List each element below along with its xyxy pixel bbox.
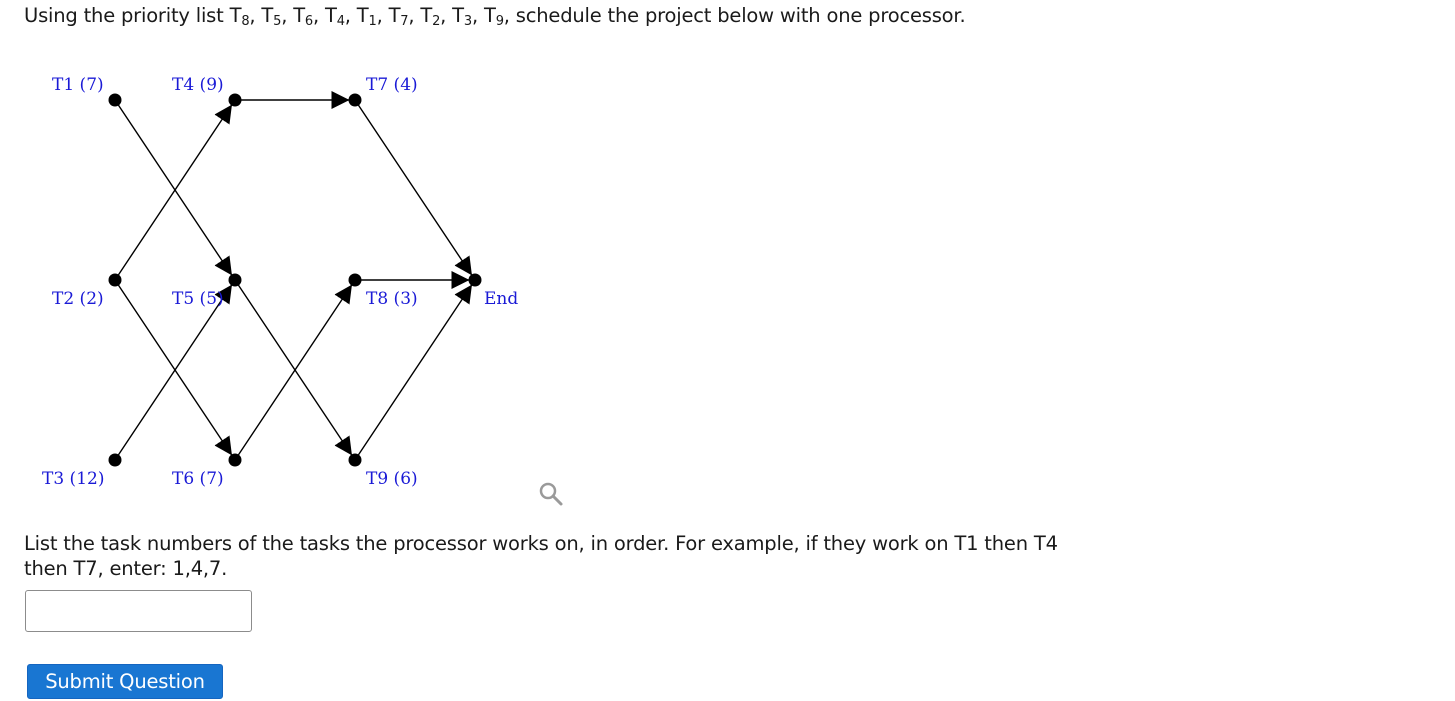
- priority-separator: ,: [408, 4, 421, 27]
- node-t1: [108, 93, 122, 107]
- node-label-t4: T4 (9): [172, 75, 224, 95]
- priority-separator: ,: [376, 4, 389, 27]
- priority-item: T6: [293, 4, 313, 29]
- priority-item-letter: T: [388, 4, 401, 27]
- priority-item-subscript: 3: [463, 14, 472, 29]
- node-t2: [108, 273, 122, 287]
- node-t4: [228, 93, 242, 107]
- edge-t5-to-t9: [234, 279, 353, 456]
- priority-item-letter: T: [420, 4, 433, 27]
- node-t6: [228, 453, 242, 467]
- edge-t6-to-t8: [234, 284, 353, 461]
- node-t7: [348, 93, 362, 107]
- priority-separator: ,: [249, 4, 262, 27]
- priority-item: T3: [452, 4, 472, 29]
- instructions-text: List the task numbers of the tasks the p…: [24, 532, 1058, 580]
- edge-t2-to-t6: [114, 279, 233, 456]
- priority-item-subscript: 5: [273, 14, 282, 29]
- priority-item: T5: [261, 4, 282, 29]
- node-label-t3: T3 (12): [42, 469, 104, 489]
- priority-item-subscript: 4: [336, 14, 345, 29]
- node-label-t2: T2 (2): [52, 289, 104, 309]
- edge-t9-to-end: [354, 284, 473, 461]
- priority-item: T1: [356, 4, 377, 29]
- node-t5: [228, 273, 242, 287]
- question-prompt: Using the priority list T8, T5, T6, T4, …: [24, 3, 966, 29]
- node-label-end: End: [484, 289, 518, 309]
- priority-item-subscript: 6: [304, 14, 313, 29]
- edge-t7-to-end: [354, 99, 473, 276]
- priority-list: T8, T5, T6, T4, T1, T7, T2, T3, T9: [229, 4, 504, 29]
- priority-item-letter: T: [293, 4, 305, 27]
- priority-item-subscript: 1: [368, 14, 377, 29]
- priority-separator: ,: [440, 4, 453, 27]
- priority-item: T8: [229, 4, 250, 29]
- priority-item-letter: T: [229, 4, 242, 27]
- priority-separator: ,: [312, 4, 325, 27]
- digraph-canvas: T1 (7) T4 (9) T7 (4) T2 (2) T5 (5) T8 (3) EndT…: [42, 75, 518, 489]
- priority-separator: ,: [471, 4, 484, 27]
- priority-item-letter: T: [356, 4, 369, 27]
- priority-item: T7: [388, 4, 409, 29]
- priority-item-subscript: 7: [400, 14, 409, 29]
- priority-item-subscript: 2: [432, 14, 441, 29]
- magnifier-icon[interactable]: [538, 481, 564, 507]
- node-t8: [348, 273, 362, 287]
- prompt-tail: , schedule the project below with one pr…: [503, 4, 966, 27]
- node-label-t5: T5 (5): [172, 289, 224, 309]
- node-label-t7: T7 (4): [366, 75, 418, 95]
- answer-input[interactable]: [25, 590, 252, 632]
- priority-item-subscript: 9: [495, 14, 504, 29]
- edge-t1-to-t5: [114, 99, 233, 276]
- node-label-t9: T9 (6): [366, 469, 418, 489]
- priority-item: T9: [483, 4, 504, 29]
- node-label-t6: T6 (7): [172, 469, 224, 489]
- priority-item-letter: T: [261, 4, 274, 27]
- edge-t3-to-t5: [114, 284, 233, 461]
- node-label-t1: T1 (7): [52, 75, 104, 95]
- node-t3: [108, 453, 122, 467]
- submit-question-button[interactable]: Submit Question: [27, 664, 223, 699]
- node-end: [468, 273, 482, 287]
- priority-item-letter: T: [483, 4, 496, 27]
- node-t9: [348, 453, 362, 467]
- priority-separator: ,: [344, 4, 357, 27]
- priority-item-letter: T: [324, 4, 337, 27]
- priority-item: T2: [420, 4, 441, 29]
- prompt-lead: Using the priority list: [24, 4, 230, 27]
- edge-t2-to-t4: [114, 104, 233, 281]
- priority-item-subscript: 8: [241, 14, 250, 29]
- priority-separator: ,: [281, 4, 294, 27]
- priority-item: T4: [324, 4, 345, 29]
- node-label-t8: T8 (3): [366, 289, 418, 309]
- priority-item-letter: T: [452, 4, 464, 27]
